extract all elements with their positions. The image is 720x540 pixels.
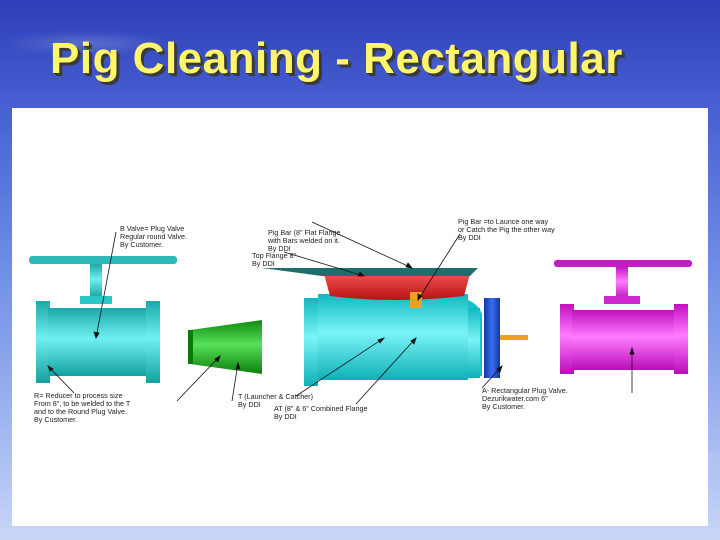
valve-handle	[29, 256, 177, 264]
tee-right-hub	[468, 308, 480, 378]
diagram-panel: B Valve= Plug Valve Regular round Valve.…	[12, 108, 708, 526]
label-top-flange: Top Flange 8" By DDI	[252, 251, 298, 268]
tee-body	[318, 294, 468, 380]
rect-valve-bonnet	[604, 296, 640, 304]
label-pig-bar-flat: Pig Bar (8" Flat Flange with Bars welded…	[267, 228, 342, 253]
round-plug-valve	[29, 256, 177, 383]
valve-bonnet	[80, 296, 112, 304]
rect-valve-flange-right	[674, 304, 688, 374]
label-tee: T (Launcher & Catcher) By DDI	[238, 392, 315, 409]
combined-flange-plate	[484, 298, 500, 378]
top-flange	[324, 274, 470, 300]
orange-stub	[500, 335, 528, 340]
valve-body	[48, 308, 148, 376]
rect-valve-body	[572, 310, 676, 370]
label-reducer: R= Reducer to process size From 8", to b…	[34, 391, 132, 424]
label-rect-valve: A- Rectangular Plug Valve. Dezurikwater.…	[482, 386, 570, 411]
valve-flange-left	[36, 301, 50, 383]
reducer-small-end	[188, 330, 193, 364]
combined-flange	[484, 298, 528, 378]
rect-valve-handle	[554, 260, 692, 267]
slide-title: Pig Cleaning - Rectangular	[50, 34, 623, 83]
valve-flange-right	[146, 301, 160, 383]
leader-lines	[47, 221, 635, 405]
tee-left-flange	[304, 298, 318, 386]
label-at: AT (8" & 6" Combined Flange By DDI	[274, 404, 370, 421]
pig-bar	[410, 292, 422, 308]
pig-cleaning-diagram: B Valve= Plug Valve Regular round Valve.…	[29, 217, 692, 424]
valve-stem	[90, 264, 102, 298]
rect-valve-flange-left	[560, 304, 574, 374]
label-pig-bar-launch: Pig Bar =to Launce one way or Catch the …	[458, 217, 557, 242]
pig-bar-flat-flange	[262, 268, 478, 276]
tee-launcher-catcher	[262, 268, 482, 386]
reducer	[188, 320, 262, 374]
rectangular-plug-valve	[554, 260, 692, 374]
label-b-valve: B Valve= Plug Valve Regular round Valve.…	[120, 224, 189, 249]
reducer-cone	[190, 320, 262, 374]
rect-valve-stem	[616, 266, 628, 300]
